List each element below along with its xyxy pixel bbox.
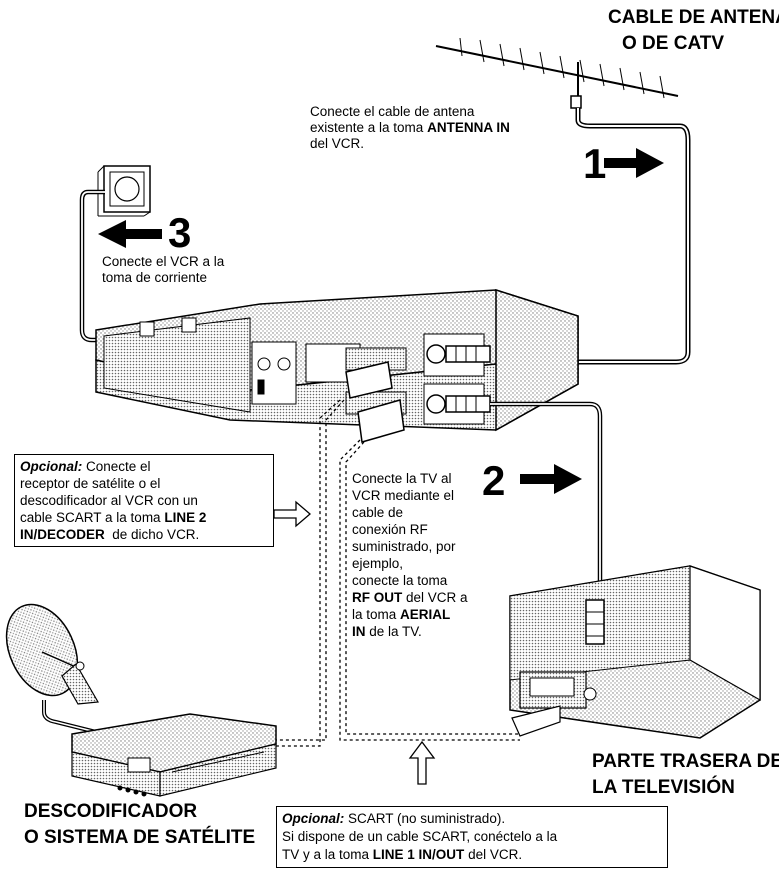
step-2-line1: Conecte la TV al [352,471,452,486]
power-outlet-icon [97,165,151,217]
step-1-number: 1 [583,140,607,187]
arrow-right-icon [604,148,664,178]
antenna-title-line1: CABLE DE ANTENA [608,7,779,28]
optional-left-line4b: LINE 2 [164,510,207,525]
optional-bottom-line3b: LINE 1 IN/OUT [372,847,465,862]
step-2-number: 2 [482,457,506,504]
dish-cable [42,700,97,734]
step-1-text: Conecte el cable de antena existente a l… [310,104,570,152]
optional-bottom-line3a: TV y a la toma [282,847,373,862]
scart-plug-line2 [345,361,393,399]
antenna-icon [435,37,679,109]
optional-left-line5a: IN/DECODER [20,527,105,542]
scart-cables [276,399,520,747]
arrow-right-icon [273,500,311,528]
tv-title-line1: PARTE TRASERA DE [592,751,779,772]
step-3-line1: Conecte el VCR a la [102,254,225,269]
step-2-line5: suministrado, por [352,539,456,554]
step-2-line3: cable de [352,505,404,520]
optional-bottom-line3c: del VCR. [464,847,523,862]
step-2-bold2: AERIAL [400,607,451,622]
rf-out-plug [445,395,491,413]
satellite-dish-icon [5,603,99,705]
optional-left-line3: descodificador al VCR con un [20,493,198,508]
optional-bottom-lead: Opcional: [282,811,345,826]
step-3-line2: toma de corriente [102,270,208,285]
step-1-bold: ANTENNA IN [427,120,510,135]
scart-plug-line1 [357,399,405,443]
step-2-bold1: RF OUT [352,590,403,605]
step-2-line7: conecte la toma [352,573,448,588]
step-2-line6: ejemplo, [352,556,404,571]
step-2-after3: de la TV. [365,624,422,639]
step-2-bold3: IN [352,624,366,639]
step-1-line-b: existente a la toma [310,120,428,135]
arrow-right-icon [520,464,582,494]
optional-left-line1: Conecte el [82,459,151,474]
step-3-text: Conecte el VCR a la toma de corriente [102,254,302,286]
antenna-title-line2: O DE CATV [622,33,725,54]
tv-title-line2: LA TELEVISIÓN [592,777,735,798]
step-2-line2: VCR mediante el [352,488,455,503]
step-2-text: Conecte la TV al VCR mediante el cable d… [352,470,502,640]
optional-left-line2: receptor de satélite o el [20,476,161,491]
optional-satellite-box: Opcional: Conecte el receptor de satélit… [14,454,274,547]
arrow-left-icon [98,220,162,248]
optional-scart-box: Opcional: SCART (no suministrado). Si di… [276,806,668,868]
optional-bottom-line1: SCART (no suministrado). [344,811,506,826]
decoder-title-line2: O SISTEMA DE SATÉLITE [24,827,256,848]
arrow-up-icon [408,740,436,785]
antenna-in-plug [445,345,491,363]
decoder-title-line1: DESCODIFICADOR [24,801,198,822]
optional-left-line5b: de dicho VCR. [104,527,200,542]
television-rear [509,565,761,739]
rf-cable [490,401,603,600]
step-1-line-c: del VCR. [310,136,365,151]
step-2-before2: la toma [352,607,401,622]
vcr-rear-panel [95,288,579,432]
optional-left-line4a: cable SCART a la toma [20,510,165,525]
step-3-number: 3 [168,209,192,256]
optional-bottom-line2: Si dispone de un cable SCART, conéctelo … [282,829,558,844]
optional-left-lead: Opcional: [20,459,83,474]
step-2-line4: conexión RF [352,522,428,537]
step-2-after1: del VCR a [402,590,468,605]
decoder-box [71,713,277,797]
step-1-line-a: Conecte el cable de antena [310,104,475,119]
